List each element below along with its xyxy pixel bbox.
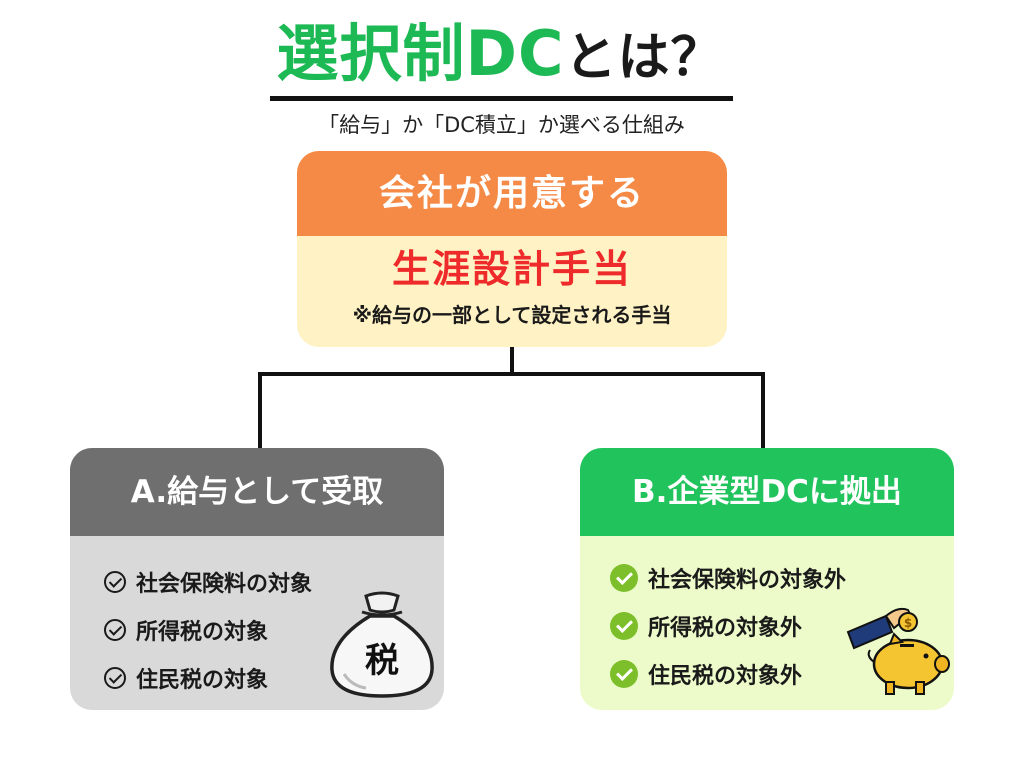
option-a-header: A.給与として受取 — [70, 448, 444, 536]
svg-text:$: $ — [904, 616, 912, 630]
list-item: 所得税の対象外 — [610, 602, 846, 650]
page-title: 選択制DCとは？ — [270, 14, 730, 98]
tax-bag-label: 税 — [365, 641, 399, 681]
list-item-label: 社会保険料の対象外 — [648, 568, 847, 593]
option-a-list: 社会保険料の対象 所得税の対象 住民税の対象 — [104, 558, 312, 702]
list-item-label: 所得税の対象 — [136, 620, 269, 645]
allowance-header: 会社が用意する — [297, 151, 727, 236]
check-circle-filled-icon — [610, 660, 638, 688]
tax-money-bag-icon: 税 — [330, 591, 434, 698]
list-item: 社会保険料の対象外 — [610, 554, 846, 602]
list-item-label: 住民税の対象外 — [648, 664, 803, 689]
piggy-bank-coin-icon: $ — [846, 607, 950, 695]
option-b-header: B.企業型DCに拠出 — [580, 448, 954, 536]
check-circle-filled-icon — [610, 612, 638, 640]
connector-horizontal — [258, 372, 765, 376]
list-item: 所得税の対象 — [104, 606, 312, 654]
option-b-list: 社会保険料の対象外 所得税の対象外 住民税の対象外 — [610, 554, 846, 698]
list-item: 社会保険料の対象 — [104, 558, 312, 606]
title-highlight: 選択制DC — [276, 17, 565, 90]
check-circle-outline-icon — [104, 619, 126, 641]
check-circle-filled-icon — [610, 564, 638, 592]
list-item-label: 社会保険料の対象 — [136, 572, 313, 597]
connector-left-drop — [258, 372, 262, 448]
title-underline — [270, 96, 733, 101]
option-b-box: B.企業型DCに拠出 社会保険料の対象外 所得税の対象外 住民税の対象外 $ — [580, 448, 954, 710]
check-circle-outline-icon — [104, 667, 126, 689]
list-item: 住民税の対象 — [104, 654, 312, 702]
allowance-note: ※給与の一部として設定される手当 — [352, 303, 672, 327]
list-item-label: 住民税の対象 — [136, 668, 269, 693]
list-item: 住民税の対象外 — [610, 650, 846, 698]
title-rest: とは？ — [564, 28, 724, 88]
connector-right-drop — [761, 372, 765, 448]
subtitle: 「給与」か「DC積立」か選べる仕組み — [318, 113, 685, 137]
allowance-box: 会社が用意する 生涯設計手当 ※給与の一部として設定される手当 — [297, 151, 727, 347]
option-a-box: A.給与として受取 社会保険料の対象 所得税の対象 住民税の対象 税 — [70, 448, 444, 710]
list-item-label: 所得税の対象外 — [648, 616, 803, 641]
connector-stem — [510, 347, 514, 374]
check-circle-outline-icon — [104, 571, 126, 593]
allowance-name: 生涯設計手当 — [391, 247, 632, 291]
